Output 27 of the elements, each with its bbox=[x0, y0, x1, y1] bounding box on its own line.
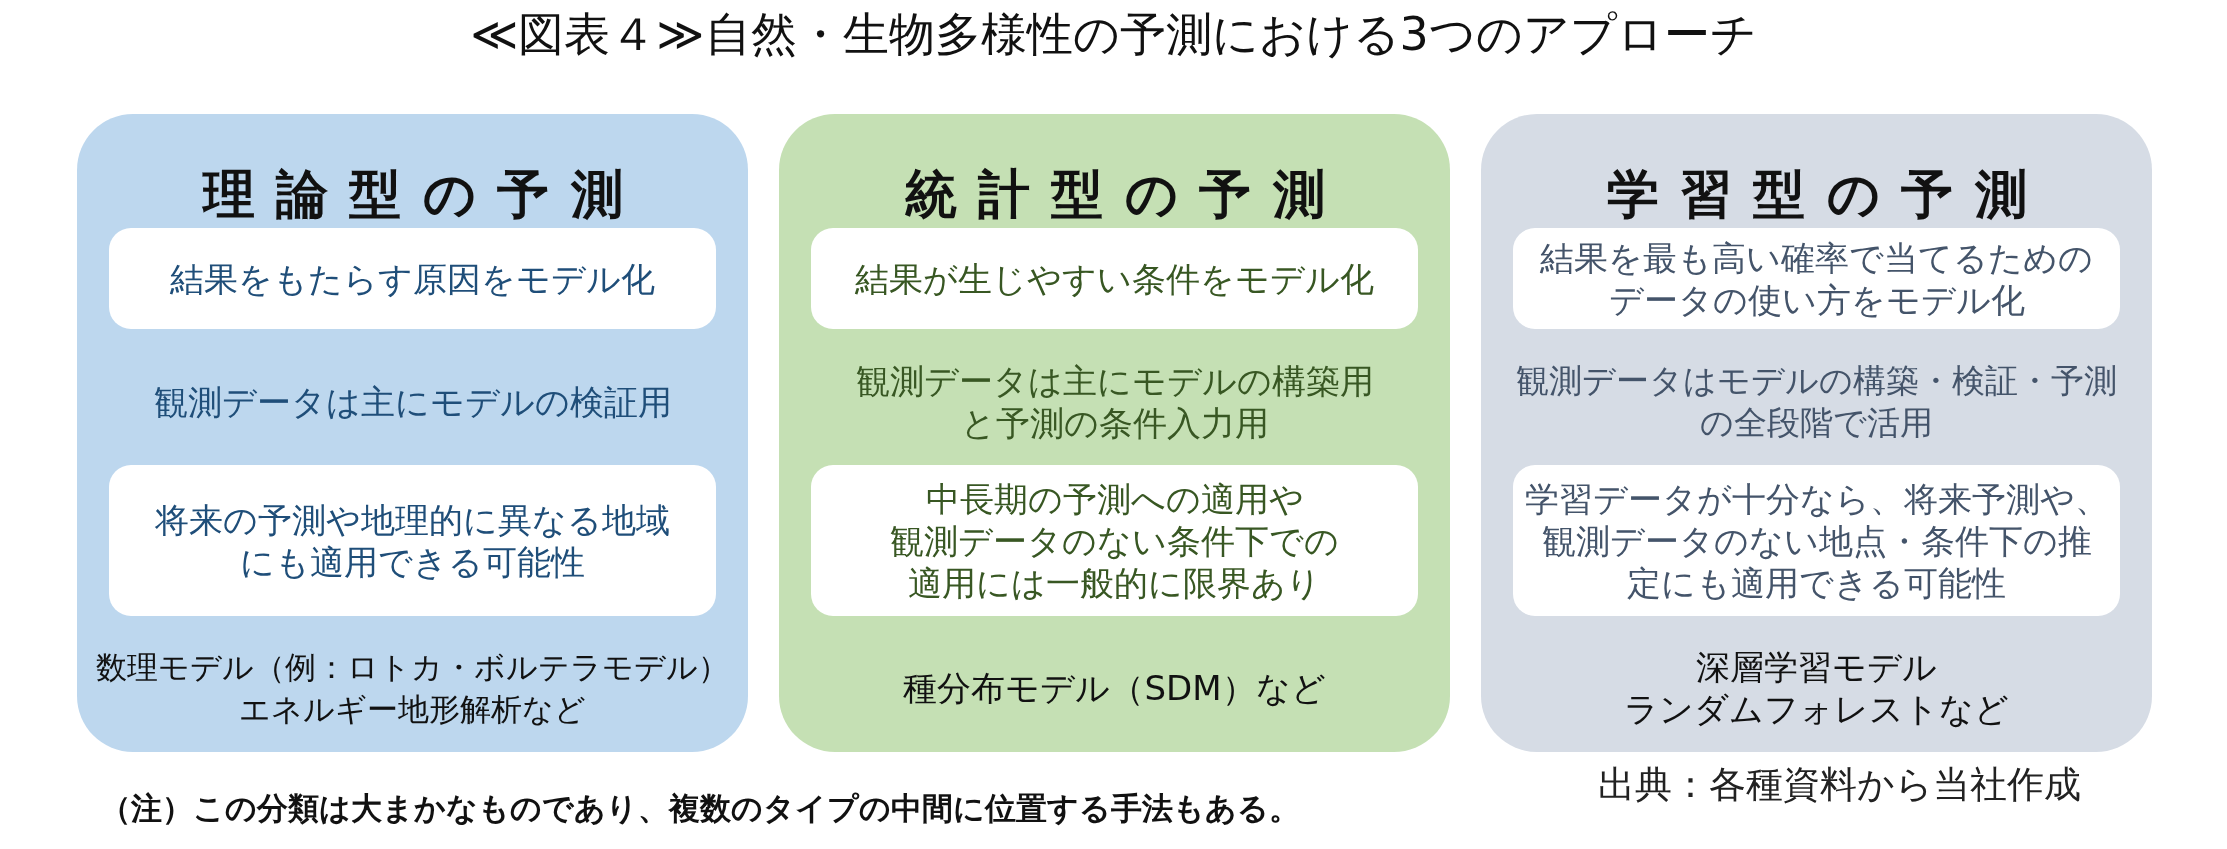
statement-text: 将来の予測や地理的に異なる地域にも適用できる可能性 bbox=[155, 498, 670, 583]
statement-card bbox=[109, 228, 716, 329]
body-text: 観測データは主にモデルの構築用と予測の条件入力用 bbox=[855, 360, 1374, 444]
category-panel bbox=[1481, 114, 2152, 752]
statement-card bbox=[811, 465, 1418, 616]
statement-card bbox=[1513, 465, 2120, 616]
example-text: 数理モデル（例：ロトカ・ボルテラモデル）エネルギー地形解析など bbox=[96, 648, 729, 729]
body-text: 観測データはモデルの構築・検証・予測の全段階で活用 bbox=[1516, 360, 2117, 444]
example-text: 深層学習モデルランダムフォレストなど bbox=[1624, 646, 2009, 730]
footnote-text: （注）この分類は大まかなものであり、複数のタイプの中間に位置する手法もある。 bbox=[100, 790, 1300, 828]
example-text: 種分布モデル（SDM）など bbox=[903, 667, 1326, 709]
body-text: 観測データは主にモデルの検証用 bbox=[153, 381, 672, 423]
statement-card bbox=[811, 228, 1418, 329]
statement-text: 結果を最も高い確率で当てるためのデータの使い方をモデル化 bbox=[1540, 236, 2093, 321]
panel-heading: 理論型の予測 bbox=[202, 168, 623, 220]
statement-text: 結果をもたらす原因をモデル化 bbox=[170, 257, 655, 300]
statement-card bbox=[1513, 228, 2120, 329]
panel-heading: 学習型の予測 bbox=[1606, 168, 2027, 220]
statement-text: 学習データが十分なら、将来予測や、観測データのない地点・条件下の推定にも適用できる可能性 bbox=[1524, 477, 2109, 604]
statement-text: 中長期の予測への適用や観測データのない条件下での適用には一般的に限界あり bbox=[890, 477, 1339, 604]
statement-text: 結果が生じやすい条件をモデル化 bbox=[855, 257, 1374, 300]
statement-card bbox=[109, 465, 716, 616]
panel-heading: 統計型の予測 bbox=[904, 168, 1325, 220]
source-note: 出典：各種資料から当社作成 bbox=[1598, 762, 2081, 808]
category-panel bbox=[779, 114, 1450, 752]
category-panel bbox=[77, 114, 748, 752]
diagram-title: ≪図表４≫自然・生物多様性の予測における3つのアプローチ bbox=[470, 7, 1757, 63]
